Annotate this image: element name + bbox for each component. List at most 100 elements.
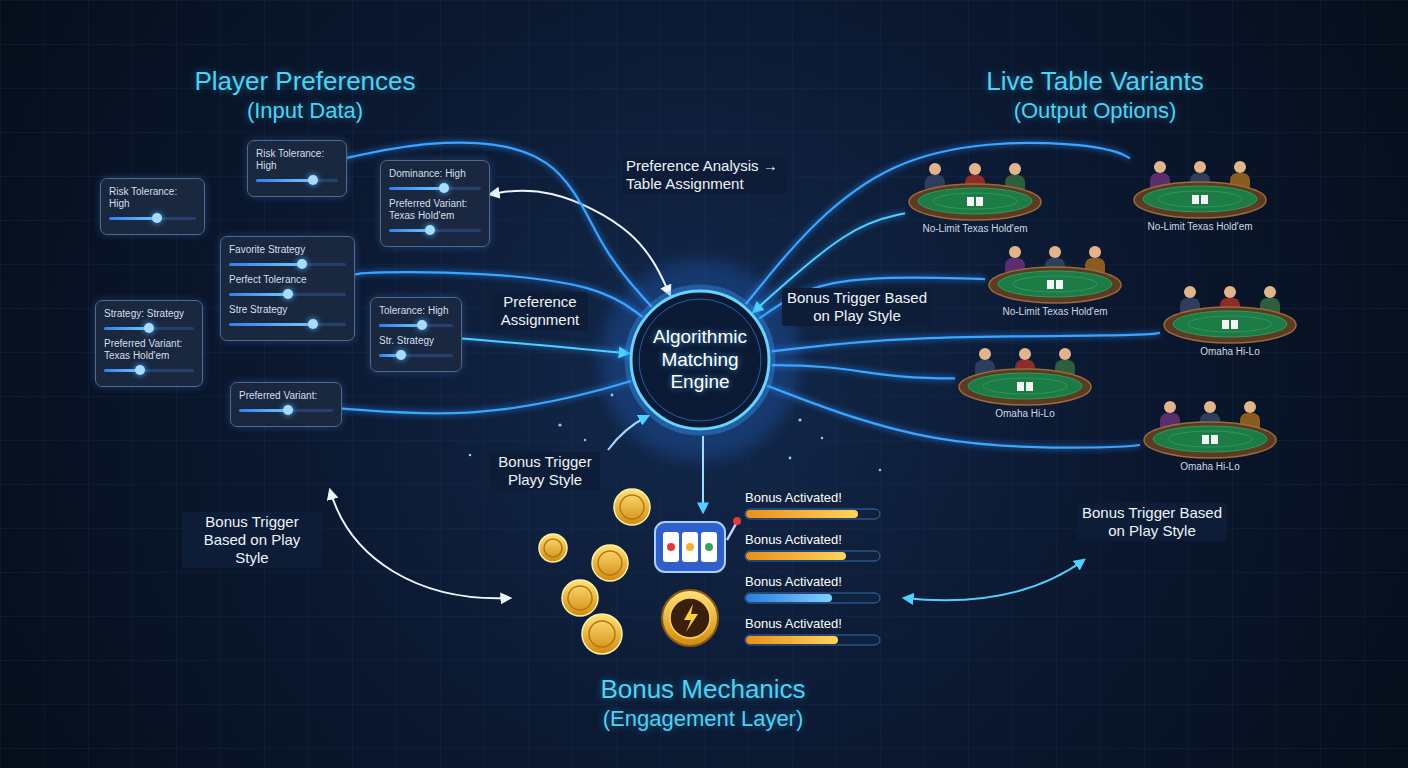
engine-disc <box>631 291 769 429</box>
player-head <box>1234 161 1246 173</box>
bonus-status: Bonus Activated! <box>745 616 885 632</box>
player-head <box>1154 161 1166 173</box>
player-head <box>1244 401 1256 413</box>
slot-lever-knob <box>733 517 741 525</box>
preference-card: Favorite StrategyPerfect ToleranceStre S… <box>220 236 355 341</box>
player-head <box>1009 163 1021 175</box>
timer-face <box>670 598 710 638</box>
coin <box>539 534 567 562</box>
slider-fill <box>379 324 422 327</box>
flow-label: Bonus Trigger Based on Play Style <box>182 512 322 568</box>
player-head <box>1184 286 1196 298</box>
bonus-status: Bonus Activated! <box>745 574 885 590</box>
output-stream <box>772 365 955 378</box>
flow-label: Bonus Trigger Based on Play Style <box>1077 503 1227 541</box>
table-variant-label: No-Limit Texas Hold'em <box>1130 220 1270 235</box>
table-card <box>1231 320 1238 329</box>
table-variant-label: No-Limit Texas Hold'em <box>985 305 1125 320</box>
coin-ring <box>544 539 562 557</box>
card-row: Preferred Variant: Texas Hold'em <box>389 198 481 235</box>
bar-track <box>745 509 880 519</box>
preference-slider <box>104 365 194 375</box>
reel-symbol <box>705 543 713 551</box>
section-heading: Player Preferences <box>125 66 485 97</box>
table-card <box>1192 195 1199 204</box>
player-head <box>1264 286 1276 298</box>
coin <box>562 580 598 616</box>
coin <box>614 489 650 525</box>
preference-slider <box>109 213 196 223</box>
bar-fill <box>746 636 838 644</box>
coin-ring <box>620 495 644 519</box>
slider-knob <box>308 319 318 329</box>
card-text: Strategy: Strategy <box>104 308 194 320</box>
table-rim <box>909 184 1041 220</box>
table-illustration <box>1160 283 1300 345</box>
card-row: Str. Strategy <box>379 335 453 360</box>
bonus-trigger-arrow <box>608 416 648 450</box>
player-head <box>1194 161 1206 173</box>
poker-table: No-Limit Texas Hold'em <box>985 243 1125 320</box>
player-head <box>1019 348 1031 360</box>
flow-label: Preference Analysis → Table Assignment <box>622 156 787 194</box>
player-head <box>1059 348 1071 360</box>
slider-fill <box>229 263 302 266</box>
particle <box>611 394 614 397</box>
slot-reel <box>682 532 698 562</box>
player-head <box>929 163 941 175</box>
player-head <box>1224 286 1236 298</box>
flow-label: Bonus Trigger Based on Play Style <box>782 288 932 326</box>
poker-table: No-Limit Texas Hold'em <box>905 160 1045 237</box>
table-rim <box>1134 182 1266 218</box>
card-text: Preferred Variant: Texas Hold'em <box>389 198 481 222</box>
particle <box>584 439 586 441</box>
table-card <box>967 197 974 206</box>
card-text: Dominance: High <box>389 168 481 180</box>
bonus-status: Bonus Activated! <box>745 532 885 548</box>
table-illustration <box>1130 158 1270 220</box>
slider-knob <box>417 320 427 330</box>
slot-machine-icon <box>655 517 741 572</box>
preference-card: Risk Tolerance: High <box>100 178 205 235</box>
card-row: Risk Tolerance: High <box>256 148 338 185</box>
table-felt <box>918 188 1032 214</box>
slider-knob <box>152 213 162 223</box>
table-variant-label: Omaha Hi-Lo <box>955 407 1095 422</box>
bar-fill <box>746 552 846 560</box>
preference-slider <box>239 405 333 415</box>
card-text: Preferred Variant: Texas Hold'em <box>104 338 194 362</box>
table-card <box>1017 382 1024 391</box>
particle <box>879 469 882 472</box>
table-illustration <box>1140 398 1280 460</box>
card-row: Tolerance: High <box>379 305 453 330</box>
coins <box>539 489 650 654</box>
timer-icon <box>662 590 718 646</box>
engine-to-bonus-arrow <box>702 436 704 512</box>
data-stream <box>347 143 652 307</box>
table-variant-label: Omaha Hi-Lo <box>1160 345 1300 360</box>
card-row: Risk Tolerance: High <box>109 186 196 223</box>
table-rim <box>1144 422 1276 458</box>
card-row: Preferred Variant: Texas Hold'em <box>104 338 194 375</box>
preference-slider <box>256 175 338 185</box>
engine-halo <box>629 289 771 431</box>
preference-card: Preferred Variant: <box>230 382 342 427</box>
table-card <box>1201 195 1208 204</box>
particle <box>558 423 561 426</box>
slot-reel <box>663 532 679 562</box>
output-stream <box>746 143 1130 304</box>
engine-label: Algorithmic Matching Engine <box>642 326 758 393</box>
card-row: Favorite Strategy <box>229 244 346 269</box>
coin-ring <box>589 621 615 647</box>
table-rim <box>959 369 1091 405</box>
felt-line <box>933 193 1017 209</box>
player-head <box>979 348 991 360</box>
felt-line <box>1013 276 1097 292</box>
felt-line <box>1168 431 1252 447</box>
preference-card: Strategy: StrategyPreferred Variant: Tex… <box>95 300 203 387</box>
poker-table: Omaha Hi-Lo <box>955 345 1095 422</box>
table-card <box>1222 320 1229 329</box>
timer-bolt <box>684 604 698 632</box>
engine-inner-ring <box>639 299 761 421</box>
